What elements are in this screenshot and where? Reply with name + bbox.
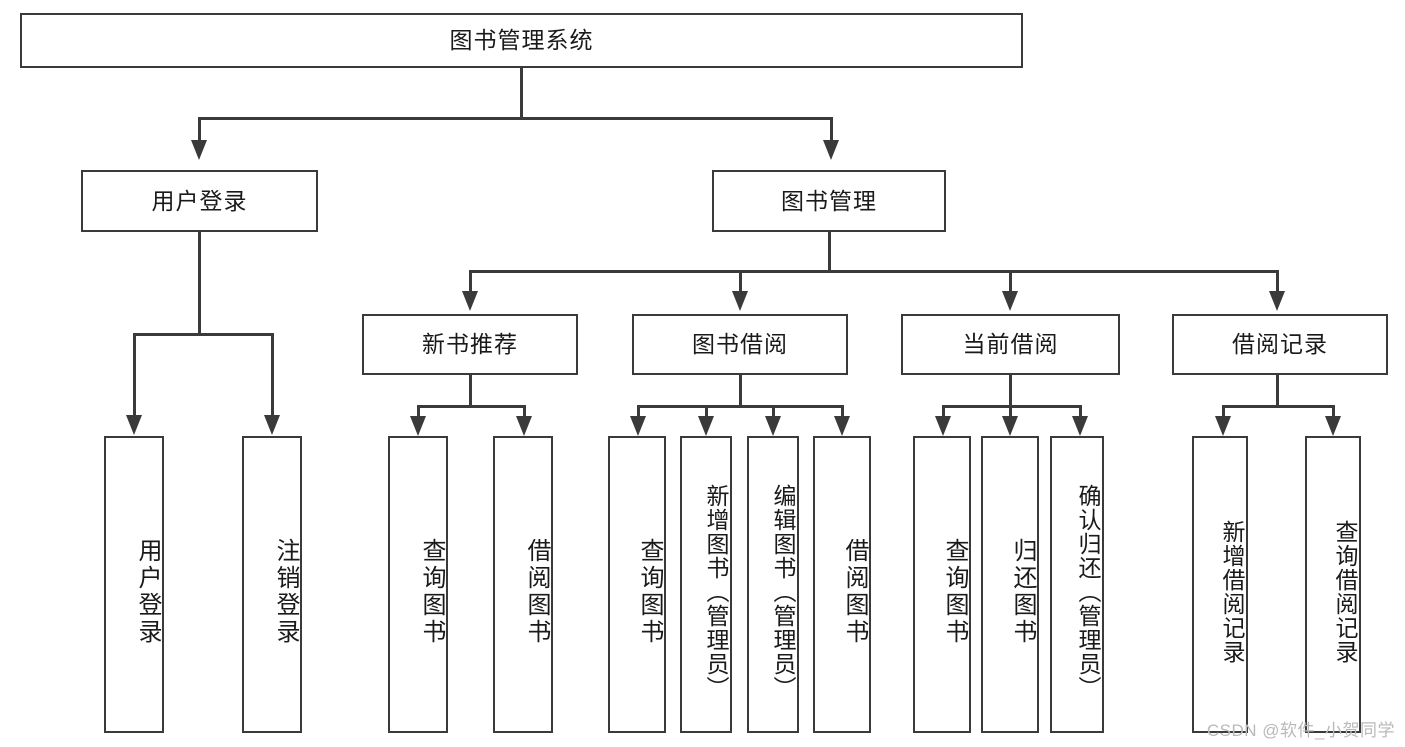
connector-user-login-left-drop [133,333,136,418]
node-leaf-borrow-book-2[interactable]: 借阅图书 [813,436,871,733]
node-label: 查询图书 [636,537,663,646]
arrow-to-current-borrow [1002,291,1018,311]
connector-root-to-book-manage [830,117,833,143]
arrow-to-leaf-add-book [698,416,714,436]
arrow-to-leaf-logout [264,415,280,435]
node-leaf-query-book-2[interactable]: 查询图书 [608,436,666,733]
arrow-to-leaf-query-book-3 [935,416,951,436]
connector-book-borrow-d2 [705,405,708,419]
node-label: 借阅图书 [841,537,868,646]
connector-root-bar [198,117,833,120]
connector-current-borrow-d3 [1079,405,1082,419]
connector-new-book-rec-stem [469,375,472,407]
connector-new-book-rec-bar [417,405,525,408]
arrow-to-book-borrow [732,291,748,311]
node-leaf-return-book[interactable]: 归还图书 [981,436,1039,733]
connector-book-borrow-stem [739,375,742,407]
arrow-to-leaf-user-login [126,415,142,435]
node-label: 图书管理系统 [449,27,594,54]
node-label: 查询图书 [941,537,968,646]
connector-new-book-rec-d1 [417,405,420,419]
connector-borrow-record-bar [1222,405,1334,408]
arrow-to-leaf-borrow-book-2 [834,416,850,436]
connector-book-borrow-d1 [637,405,640,419]
connector-borrow-record-d1 [1222,405,1225,419]
node-leaf-query-book-3[interactable]: 查询图书 [913,436,971,733]
node-root-library-system[interactable]: 图书管理系统 [20,13,1023,68]
arrow-to-leaf-edit-book [765,416,781,436]
connector-book-borrow-d3 [772,405,775,419]
arrow-to-borrow-record [1269,291,1285,311]
arrow-to-leaf-query-book-2 [630,416,646,436]
connector-root-stem [520,68,523,119]
node-new-book-recommend[interactable]: 新书推荐 [362,314,578,375]
arrow-to-leaf-add-record [1215,416,1231,436]
connector-user-login-bar [133,333,273,336]
connector-to-current-borrow [1009,270,1012,294]
node-label: 新书推荐 [422,331,518,358]
node-label: 归还图书 [1009,537,1036,646]
node-label: 新增图书（管理员） [703,483,729,700]
node-label: 确认归还（管理员） [1075,483,1101,700]
node-user-login[interactable]: 用户登录 [81,170,318,232]
node-leaf-add-book[interactable]: 新增图书（管理员） [680,436,732,733]
node-leaf-query-record[interactable]: 查询借阅记录 [1305,436,1361,733]
node-current-borrow[interactable]: 当前借阅 [901,314,1120,375]
node-label: 查询借阅记录 [1332,519,1358,664]
node-leaf-confirm-return[interactable]: 确认归还（管理员） [1050,436,1104,733]
node-label: 用户登录 [151,187,248,214]
connector-current-borrow-d1 [942,405,945,419]
node-label: 编辑图书（管理员） [770,483,796,700]
connector-root-to-user-login [198,117,201,143]
connector-to-new-book-rec [469,270,472,294]
node-label: 图书借阅 [692,331,788,358]
connector-book-borrow-d4 [841,405,844,419]
watermark-csdn: CSDN @软件_小贺同学 [1206,721,1395,740]
arrow-to-leaf-confirm-return [1072,416,1088,436]
connector-current-borrow-bar [942,405,1081,408]
connector-user-login-stem [198,232,201,335]
node-book-borrow[interactable]: 图书借阅 [632,314,848,375]
arrow-root-to-user-login [191,140,207,160]
node-leaf-borrow-book-1[interactable]: 借阅图书 [493,436,553,733]
arrow-to-leaf-return-book [1002,416,1018,436]
node-borrow-record[interactable]: 借阅记录 [1172,314,1388,375]
connector-user-login-right-drop [271,333,274,418]
connector-current-borrow-stem [1009,375,1012,407]
arrow-root-to-book-manage [823,140,839,160]
node-label: 借阅记录 [1232,331,1328,358]
node-label: 查询图书 [418,537,445,646]
arrow-to-new-book-rec [462,291,478,311]
node-leaf-logout[interactable]: 注销登录 [242,436,302,733]
connector-new-book-rec-d2 [523,405,526,419]
node-label: 当前借阅 [962,331,1059,358]
connector-borrow-record-stem [1276,375,1279,407]
connector-borrow-record-d2 [1332,405,1335,419]
node-leaf-user-login[interactable]: 用户登录 [104,436,164,733]
connector-book-borrow-bar [637,405,843,408]
arrow-to-leaf-borrow-book-1 [516,416,532,436]
connector-book-manage-bar [469,270,1279,273]
arrow-to-leaf-query-record [1325,416,1341,436]
node-book-manage[interactable]: 图书管理 [712,170,946,232]
node-leaf-add-record[interactable]: 新增借阅记录 [1192,436,1248,733]
node-label: 图书管理 [781,187,877,214]
node-label: 注销登录 [272,537,299,646]
connector-to-borrow-record [1276,270,1279,294]
node-leaf-query-book-1[interactable]: 查询图书 [388,436,448,733]
node-label: 借阅图书 [523,537,550,646]
node-label: 用户登录 [134,537,161,646]
connector-to-book-borrow [739,270,742,294]
node-leaf-edit-book[interactable]: 编辑图书（管理员） [747,436,799,733]
arrow-to-leaf-query-book-1 [410,416,426,436]
connector-book-manage-stem [828,232,831,272]
connector-current-borrow-d2 [1009,405,1012,419]
node-label: 新增借阅记录 [1219,519,1245,664]
